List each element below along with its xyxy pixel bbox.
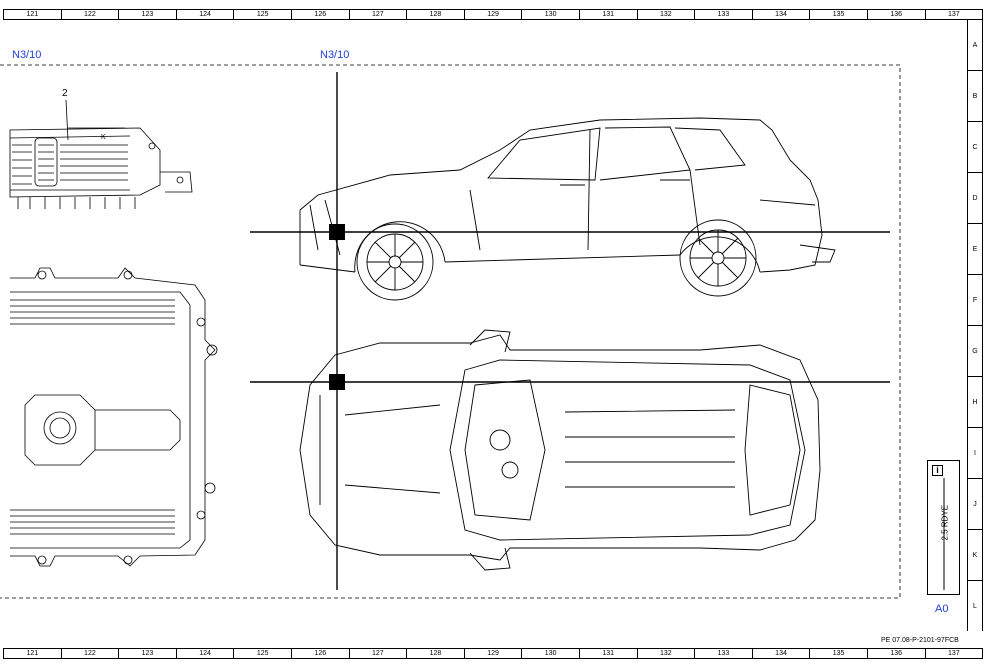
document-code: PE 07.08-P-2101-97FCB: [881, 637, 959, 644]
column-top-121: 121: [4, 10, 62, 19]
row-k: K: [968, 530, 982, 581]
row-i: I: [968, 428, 982, 479]
column-bottom-137: 137: [947, 650, 960, 657]
column-top-136: 136: [868, 10, 926, 19]
column-bottom-125: 125: [234, 649, 292, 658]
location-marker-top-view: [329, 374, 345, 390]
column-bottom-124: 124: [177, 649, 235, 658]
column-top-131: 131: [580, 10, 638, 19]
connector-mark: K: [101, 134, 106, 141]
column-bottom-127: 127: [350, 649, 408, 658]
column-top-125: 125: [234, 10, 292, 19]
row-h: H: [968, 377, 982, 428]
locator-lines: [250, 72, 890, 590]
column-bottom-134: 134: [753, 649, 811, 658]
callout-number: 2: [62, 88, 68, 99]
column-bottom-131: 131: [580, 649, 638, 658]
column-bottom-123: 123: [119, 649, 177, 658]
column-bottom-132: 132: [638, 649, 696, 658]
vehicle-top-view: [299, 329, 821, 571]
wire-label: 2.5 RDYE: [940, 504, 950, 541]
ground-point-label: A0: [935, 603, 949, 615]
row-c: C: [968, 122, 982, 173]
column-top-137: 137: [947, 11, 960, 18]
column-top-132: 132: [638, 10, 696, 19]
row-g: G: [968, 326, 982, 377]
column-top-124: 124: [177, 10, 235, 19]
vehicle-side-view: [299, 117, 836, 301]
info-box[interactable]: i 2.5 RDYE: [927, 460, 960, 595]
column-bottom-136: 136: [868, 649, 926, 658]
component-label-left: N3/10: [12, 49, 42, 61]
row-j: J: [968, 479, 982, 530]
column-top-135: 135: [810, 10, 868, 19]
column-top-123: 123: [119, 10, 177, 19]
column-bottom-135: 135: [810, 649, 868, 658]
component-label-vehicle: N3/10: [320, 49, 350, 61]
row-e: E: [968, 224, 982, 275]
column-bottom-130: 130: [522, 649, 580, 658]
column-top-126: 126: [292, 10, 350, 19]
column-top-130: 130: [522, 10, 580, 19]
column-bottom-133: 133: [695, 649, 753, 658]
column-top-129: 129: [465, 10, 523, 19]
column-top-128: 128: [407, 10, 465, 19]
row-d: D: [968, 173, 982, 224]
row-f: F: [968, 275, 982, 326]
component-boundary-dashed: [0, 64, 901, 599]
column-bottom-126: 126: [292, 649, 350, 658]
control-unit-housing-view: [10, 267, 218, 567]
info-icon[interactable]: i: [932, 465, 943, 476]
column-top-127: 127: [350, 10, 408, 19]
location-marker-side-view: [329, 224, 345, 240]
control-unit-connector-view: [9, 99, 193, 209]
column-bottom-128: 128: [407, 649, 465, 658]
row-a: A: [968, 20, 982, 71]
column-bottom-122: 122: [62, 649, 120, 658]
row-b: B: [968, 71, 982, 122]
column-top-133: 133: [695, 10, 753, 19]
row-l: L: [973, 602, 977, 610]
column-top-134: 134: [753, 10, 811, 19]
column-bottom-129: 129: [465, 649, 523, 658]
column-top-122: 122: [62, 10, 120, 19]
column-bottom-121: 121: [4, 649, 62, 658]
